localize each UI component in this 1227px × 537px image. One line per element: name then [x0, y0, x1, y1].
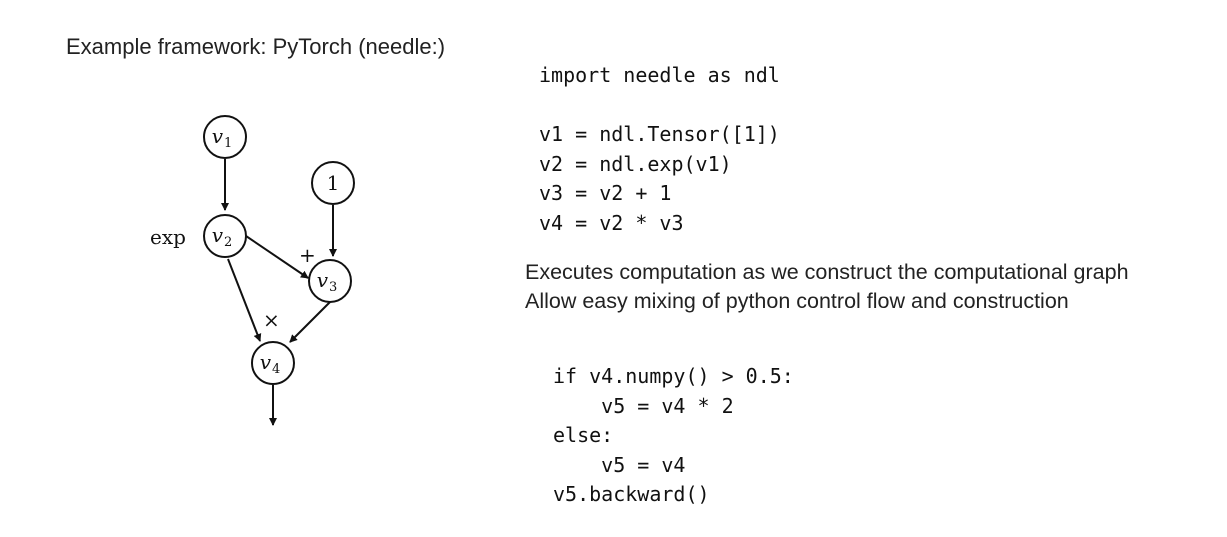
- node-v2: v 2: [203, 214, 247, 258]
- notes-text: Executes computation as we construct the…: [525, 258, 1129, 316]
- edge-v2-v3: [245, 235, 309, 279]
- svg-text:2: 2: [224, 235, 232, 250]
- op-label-exp: exp: [150, 225, 186, 249]
- svg-text:1: 1: [224, 136, 232, 151]
- edge-v2-v4: [227, 258, 262, 342]
- op-label-times: ×: [263, 308, 280, 332]
- node-v1: v 1: [203, 115, 247, 159]
- svg-text:v: v: [212, 124, 224, 148]
- code-line: if v4.numpy() > 0.5:: [553, 364, 794, 388]
- code-line: v4 = v2 * v3: [539, 210, 684, 235]
- svg-text:v: v: [212, 223, 224, 247]
- node-v3: v 3: [308, 259, 352, 303]
- code-line: v5 = v4: [553, 452, 686, 477]
- svg-text:v: v: [260, 350, 272, 374]
- code-block-control-flow: if v4.numpy() > 0.5: v5 = v4 * 2 else: v5…: [553, 362, 794, 510]
- svg-text:4: 4: [272, 362, 280, 377]
- note-line: Allow easy mixing of python control flow…: [525, 289, 1069, 313]
- op-label-plus: +: [299, 243, 316, 267]
- code-block-construction: import needle as ndl v1 = ndl.Tensor([1])…: [539, 61, 780, 238]
- code-line: v3 = v2 + 1: [539, 181, 672, 205]
- node-constant-one: 1: [311, 161, 355, 205]
- slide-title: Example framework: PyTorch (needle:): [66, 34, 446, 59]
- code-line: v1 = ndl.Tensor([1]): [539, 122, 780, 146]
- svg-text:v: v: [317, 268, 329, 292]
- node-v4: v 4: [251, 341, 295, 385]
- code-line: v5 = v4 * 2: [553, 393, 734, 418]
- svg-text:3: 3: [329, 280, 337, 295]
- svg-text:1: 1: [327, 171, 340, 195]
- code-line: v5.backward(): [553, 482, 710, 506]
- edge-v3-v4: [289, 301, 331, 343]
- computational-graph: v 1 v 2 1 v 3 v 4 exp + ×: [150, 115, 355, 426]
- code-line: v2 = ndl.exp(v1): [539, 151, 732, 176]
- code-line: import needle as ndl: [539, 63, 780, 87]
- code-line: else:: [553, 423, 614, 447]
- note-line: Executes computation as we construct the…: [525, 260, 1129, 284]
- code-line: [539, 91, 780, 121]
